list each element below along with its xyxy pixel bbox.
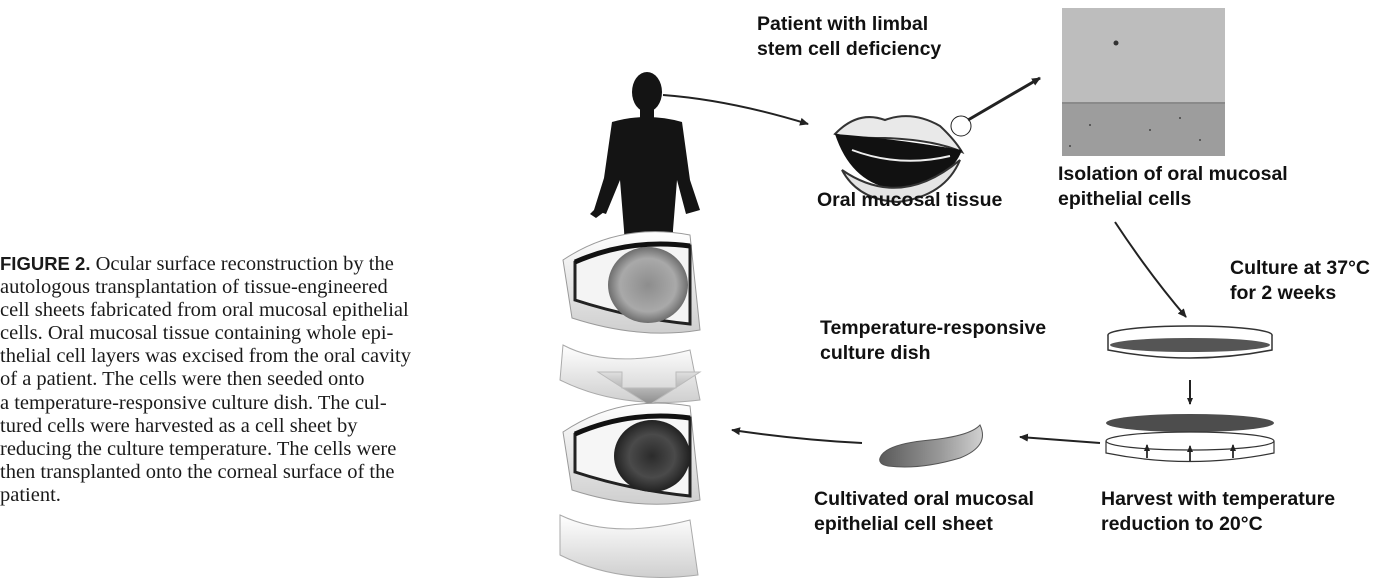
flow-arrow-isolation-to-dish	[1115, 222, 1186, 317]
flow-arrow-mouth-to-isolation	[968, 78, 1040, 120]
harvest-label-line: Harvest with temperature	[1101, 487, 1335, 512]
isolation-label-line: Isolation of oral mucosal	[1058, 162, 1288, 187]
flow-arrow-harvest-to-sheet	[1020, 437, 1100, 443]
harvest-dish-illustration	[1106, 414, 1274, 462]
oral-tissue-label: Oral mucosal tissue	[817, 188, 1002, 213]
patient-label-line: stem cell deficiency	[757, 37, 941, 62]
culture-label: Culture at 37°C for 2 weeks	[1230, 256, 1370, 306]
cell-sheet-label-line: epithelial cell sheet	[814, 512, 1034, 537]
eye-after-illustration	[560, 403, 700, 577]
patient-label-line: Patient with limbal	[757, 12, 941, 37]
isolation-label-line: epithelial cells	[1058, 187, 1288, 212]
patient-label: Patient with limbal stem cell deficiency	[757, 12, 941, 62]
dish-label-line: Temperature-responsive	[820, 316, 1046, 341]
cell-micrograph-image	[1062, 8, 1225, 156]
harvest-label-line: reduction to 20°C	[1101, 512, 1335, 537]
culture-dish-illustration	[1108, 326, 1272, 358]
culture-label-line: Culture at 37°C	[1230, 256, 1370, 281]
dish-label-line: culture dish	[820, 341, 1046, 366]
flow-arrow-sheet-to-eye	[732, 430, 862, 443]
cell-sheet-illustration	[880, 425, 983, 467]
culture-label-line: for 2 weeks	[1230, 281, 1370, 306]
harvest-label: Harvest with temperature reduction to 20…	[1101, 487, 1335, 537]
flow-arrow-patient-to-mouth	[663, 95, 808, 124]
cell-sheet-label-line: Cultivated oral mucosal	[814, 487, 1034, 512]
cell-sheet-label: Cultivated oral mucosal epithelial cell …	[814, 487, 1034, 537]
dish-label: Temperature-responsive culture dish	[820, 316, 1046, 366]
isolation-label: Isolation of oral mucosal epithelial cel…	[1058, 162, 1288, 212]
